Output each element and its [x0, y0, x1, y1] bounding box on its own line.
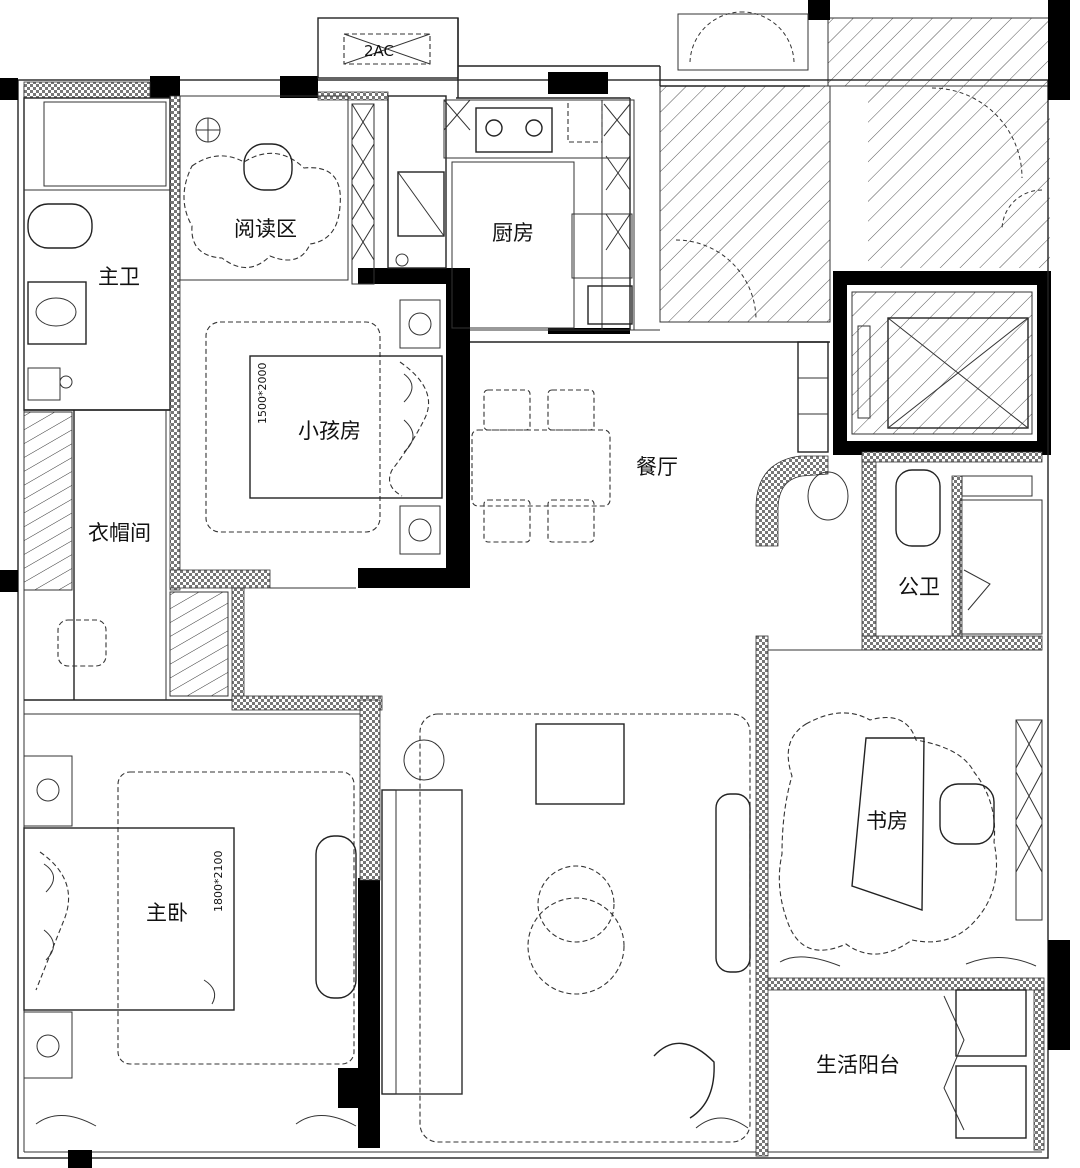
room-label-kitchen: 厨房 [492, 221, 534, 245]
room-label-reading: 阅读区 [234, 217, 297, 241]
interior-walls [23, 17, 1042, 715]
elevator-shaft [833, 271, 1051, 455]
master-bath-fixtures [27, 101, 167, 401]
kitchen-floor [451, 161, 575, 329]
ac-unit: 2AC [343, 33, 431, 65]
master-bed: 1800*2100 [23, 755, 357, 1127]
room-label-closet: 衣帽间 [88, 521, 151, 545]
room-label-dining: 餐厅 [636, 455, 678, 479]
kids-bed-size: 1500*2000 [256, 363, 269, 425]
room-labels: 阅读区 厨房 主卫 小孩房 餐厅 衣帽间 公卫 书房 主卧 生活阳台 [88, 217, 940, 1077]
entrance-hatch [659, 17, 1051, 323]
room-label-study: 书房 [866, 809, 908, 833]
living-furniture [381, 713, 751, 1143]
room-label-public-bath: 公卫 [898, 575, 940, 599]
master-bed-size: 1800*2100 [212, 851, 225, 913]
kitchen-counter [395, 99, 635, 331]
room-label-master-bath: 主卫 [98, 265, 140, 289]
entrance-door[interactable] [675, 11, 1043, 321]
kids-bed: 1500*2000 [205, 299, 443, 555]
dining-table [471, 389, 611, 543]
partition-walls [23, 81, 1045, 1157]
reading-area-furniture [183, 103, 375, 285]
public-bath-fixtures [807, 469, 1043, 635]
room-label-kids-room: 小孩房 [298, 419, 361, 443]
room-label-master-bedroom: 主卧 [146, 901, 188, 925]
study-furniture [778, 712, 1043, 967]
balcony-fixtures [943, 989, 1027, 1139]
room-label-utility-balcony: 生活阳台 [816, 1053, 900, 1077]
closet-wardrobe [23, 411, 229, 697]
ac-label: 2AC [364, 42, 394, 60]
